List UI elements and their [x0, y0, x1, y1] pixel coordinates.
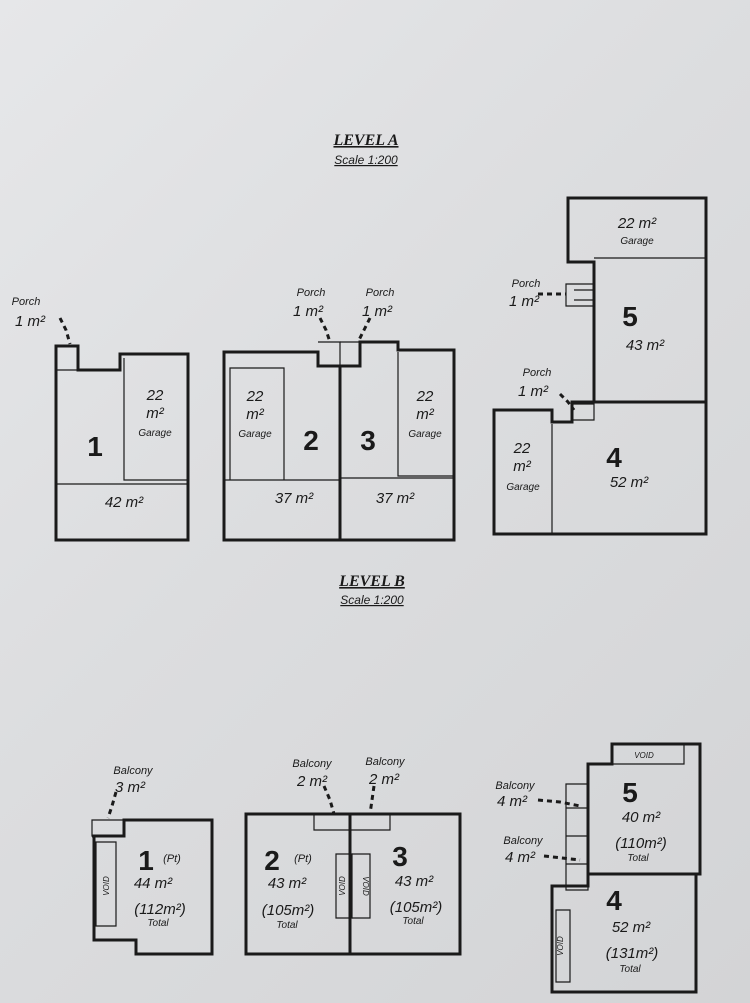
- level-b-unit-1-total-label: Total: [147, 918, 169, 929]
- level-b-unit-1-number: 1: [138, 845, 154, 876]
- level-a-unit-1: Porch 1 m² 22 m² Garage 1 42 m²: [12, 296, 190, 542]
- level-b-unit-1-suffix: (Pt): [163, 853, 181, 865]
- level-b-unit-2-balcony-area: 2 m²: [296, 773, 328, 790]
- level-a-unit-5-number: 5: [622, 301, 638, 332]
- level-b-unit-3-total-label: Total: [402, 916, 424, 927]
- level-b-unit-2-total: (105m²): [262, 902, 315, 919]
- level-b-unit-5: VOID Balcony 4 m² 5 40 m² (110m²) Total: [495, 742, 702, 891]
- level-a-unit-5-garage-label: Garage: [620, 236, 654, 247]
- level-a-unit-2-area: 37 m²: [275, 490, 314, 507]
- level-b-unit-3-balcony-label: Balcony: [365, 756, 406, 768]
- level-a-unit-3-porch-area: 1 m²: [362, 303, 393, 320]
- level-a-unit-5-porch-label: Porch: [512, 278, 541, 290]
- level-b-unit-4-void-label: VOID: [556, 936, 565, 956]
- level-a-unit-1-garage-area: 22: [146, 387, 164, 404]
- level-b-scale: Scale 1:200: [340, 593, 404, 607]
- level-b-unit-4-total: (131m²): [606, 945, 659, 962]
- level-b-unit-2-balcony-label: Balcony: [292, 758, 333, 770]
- level-a-unit-4-garage-unit: m²: [513, 458, 531, 475]
- level-a-unit-1-number: 1: [87, 431, 103, 462]
- level-b-unit-1-balcony-area: 3 m²: [115, 779, 146, 796]
- level-b-unit-2-suffix: (Pt): [294, 853, 312, 865]
- level-a-unit-4: Porch 1 m² 22 m² Garage 4 52 m²: [492, 367, 708, 536]
- level-a-unit-1-porch-label: Porch: [12, 296, 41, 308]
- level-b-unit-5-total-label: Total: [627, 853, 649, 864]
- level-a-unit-2: Porch 1 m² 22 m² Garage 2 37 m²: [222, 287, 342, 542]
- level-a-scale: Scale 1:200: [334, 153, 398, 167]
- level-a-unit-1-garage-unit: m²: [146, 405, 164, 422]
- level-a-unit-3-porch-label: Porch: [366, 287, 395, 299]
- level-a-unit-4-porch-label: Porch: [523, 367, 552, 379]
- level-b-unit-1-balcony-label: Balcony: [113, 765, 154, 777]
- level-b-unit-5-balcony-label: Balcony: [495, 780, 536, 792]
- level-b-unit-5-total: (110m²): [615, 835, 666, 852]
- level-b-unit-3-number: 3: [392, 841, 408, 872]
- level-b-unit-2-area: 43 m²: [268, 875, 307, 892]
- level-b-unit-4-total-label: Total: [619, 964, 641, 975]
- level-a-unit-3-number: 3: [360, 425, 376, 456]
- level-a-unit-4-garage-area: 22: [513, 440, 531, 457]
- level-a-unit-3-area: 37 m²: [376, 490, 415, 507]
- level-b-unit-5-balcony-area: 4 m²: [497, 793, 528, 810]
- level-b-unit-2-total-label: Total: [276, 920, 298, 931]
- level-b-unit-1-area: 44 m²: [134, 875, 173, 892]
- level-a-unit-5-area: 43 m²: [626, 337, 665, 354]
- level-b-unit-3: Balcony 2 m² VOID 3 43 m² (105m²) Total: [350, 756, 462, 956]
- level-b-unit-4-area: 52 m²: [612, 919, 651, 936]
- level-b-unit-5-void-label: VOID: [634, 751, 654, 760]
- level-b-unit-1-void-label: VOID: [102, 876, 111, 896]
- level-b-unit-5-area: 40 m²: [622, 809, 661, 826]
- level-b-unit-4-balcony-area: 4 m²: [505, 849, 536, 866]
- level-a-unit-3-garage-unit: m²: [416, 406, 434, 423]
- level-a-unit-3-garage-area: 22: [416, 388, 434, 405]
- level-a-unit-5-garage-area: 22 m²: [617, 215, 657, 232]
- level-a-unit-1-garage-label: Garage: [138, 428, 172, 439]
- level-b-unit-3-void-label: VOID: [361, 876, 370, 896]
- level-a-title: LEVEL A: [332, 132, 398, 149]
- level-a-unit-4-garage-label: Garage: [506, 482, 540, 493]
- level-b-unit-3-total: (105m²): [390, 899, 443, 916]
- level-a-unit-4-number: 4: [606, 442, 622, 473]
- level-a-unit-1-area: 42 m²: [105, 494, 144, 511]
- level-a-unit-1-porch-area: 1 m²: [15, 313, 46, 330]
- level-b-unit-2-number: 2: [264, 845, 280, 876]
- level-b-unit-2-void-label: VOID: [338, 876, 347, 896]
- level-a-unit-4-area: 52 m²: [610, 474, 649, 491]
- level-a-unit-3: Porch 1 m² 3 22 m² Garage 37 m²: [340, 287, 456, 542]
- level-a-unit-2-number: 2: [303, 425, 319, 456]
- level-a-unit-2-porch-label: Porch: [297, 287, 326, 299]
- level-b-unit-1-total: (112m²): [134, 901, 185, 918]
- level-a-unit-2-porch-area: 1 m²: [293, 303, 324, 320]
- level-b-unit-3-balcony-area: 2 m²: [368, 771, 400, 788]
- level-b-unit-1: Balcony 3 m² VOID 1 (Pt) 44 m² (112m²) T…: [91, 765, 214, 956]
- level-b-unit-2: Balcony 2 m² 2 (Pt) 43 m² (105m²) Total …: [244, 758, 353, 956]
- level-b-unit-4-number: 4: [606, 885, 622, 916]
- level-a-unit-4-porch-area: 1 m²: [518, 383, 549, 400]
- level-a-unit-3-garage-label: Garage: [408, 429, 442, 440]
- level-b-title: LEVEL B: [338, 573, 405, 590]
- level-a-unit-2-garage-label: Garage: [238, 429, 272, 440]
- level-b-unit-3-area: 43 m²: [395, 873, 434, 890]
- level-a-unit-5-porch-area: 1 m²: [509, 293, 540, 310]
- level-a-unit-2-garage-unit: m²: [246, 406, 264, 423]
- level-b-unit-5-number: 5: [622, 777, 638, 808]
- level-b-unit-4: Balcony 4 m² VOID 4 52 m² (131m²) Total: [503, 835, 698, 994]
- level-a-unit-2-garage-area: 22: [246, 388, 264, 405]
- level-b-unit-4-balcony-label: Balcony: [503, 835, 544, 847]
- level-a-unit-5: 22 m² Garage Porch 1 m² 5 43 m²: [509, 196, 708, 404]
